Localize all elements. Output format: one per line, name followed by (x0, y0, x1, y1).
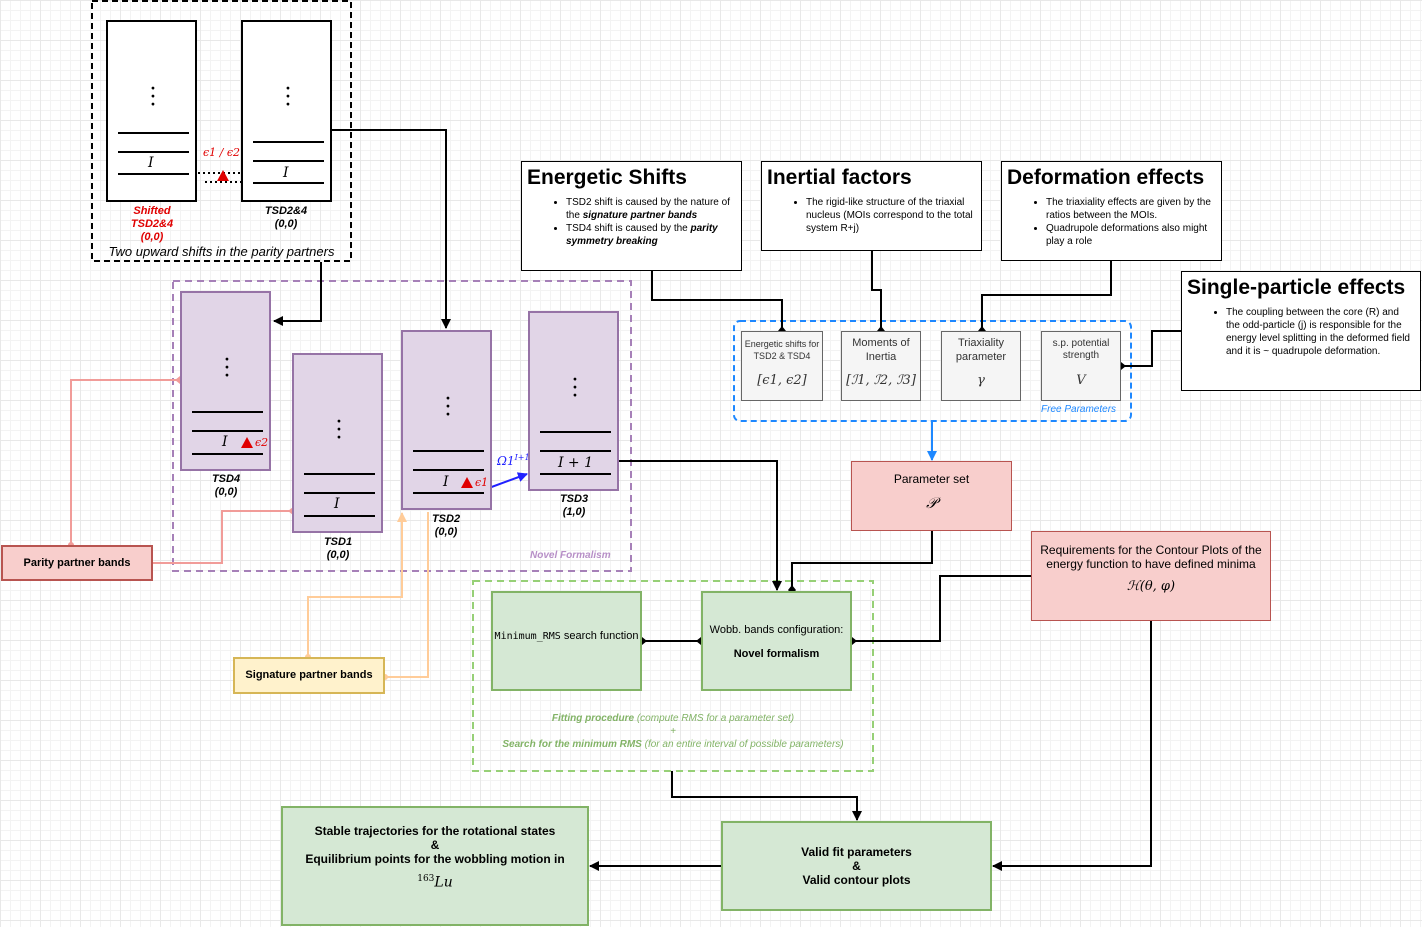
energetic-shifts-list: TSD2 shift is caused by the nature of th… (522, 196, 733, 248)
energy-level (304, 515, 375, 517)
energy-level (540, 473, 611, 475)
energy-level (540, 431, 611, 433)
valid-fit-parameters-box: Valid fit parameters & Valid contour plo… (721, 821, 992, 911)
single-particle-effects-title: Single-particle effects (1187, 276, 1406, 299)
tsd1-band: ··· I (292, 353, 383, 533)
level-label: I (148, 155, 154, 171)
tsd2-label: TSD2(0,0) (431, 513, 461, 538)
level-label: I (334, 496, 340, 512)
list-item: The rigid-like structure of the triaxial… (806, 196, 973, 235)
epsilon-ratio: ϵ1 / ϵ2 (203, 146, 241, 159)
epsilon-label: ϵ2 (255, 436, 269, 449)
stable-trajectories-box: Stable trajectories for the rotational s… (281, 806, 589, 926)
tsd3-band: ··· I + 1 (528, 311, 619, 491)
param-moments-of-inertia: Moments of Inertia [ℐ1, ℐ2, ℐ3] (841, 331, 921, 401)
vertical-dots: ··· (223, 348, 231, 389)
energy-level (304, 473, 375, 475)
single-particle-effects-list: The coupling between the core (R) and th… (1182, 306, 1412, 358)
param-energetic-shifts: Energetic shifts for TSD2 & TSD4 [ϵ1, ϵ2… (741, 331, 823, 401)
minimum-rms-search-box: Minimum_RMS search function (491, 591, 642, 691)
energy-level (192, 411, 263, 413)
param-math: [ϵ1, ϵ2] (757, 373, 807, 388)
energy-level (118, 173, 189, 175)
shifted-tsd24-band: ··· I (106, 20, 197, 202)
parameter-set-box: Parameter set 𝒫 (851, 461, 1012, 531)
vertical-dots: ··· (335, 410, 343, 451)
shift-marker-icon (217, 170, 229, 181)
shift-marker-icon (461, 477, 473, 488)
tsd24-band: ··· I (241, 20, 332, 202)
energy-level (413, 450, 484, 452)
level-label: I (222, 434, 228, 450)
list-item: The coupling between the core (R) and th… (1226, 306, 1412, 358)
energy-level (118, 132, 189, 134)
energetic-shifts-box: Energetic Shifts TSD2 shift is caused by… (521, 161, 742, 271)
level-label: I + 1 (557, 455, 594, 471)
vertical-dots: ··· (284, 77, 292, 118)
fitting-caption: Fitting procedure (compute RMS for a par… (502, 713, 844, 750)
inertial-factors-list: The rigid-like structure of the triaxial… (762, 196, 973, 235)
vertical-dots: ··· (444, 387, 452, 428)
list-item: The triaxiality effects are given by the… (1046, 196, 1213, 222)
omega-label: Ω1I+1 (497, 453, 530, 468)
energy-level (304, 492, 375, 494)
single-particle-effects-box: Single-particle effects The coupling bet… (1181, 271, 1421, 391)
vertical-dots: ··· (149, 77, 157, 118)
deformation-effects-list: The triaxiality effects are given by the… (1002, 196, 1213, 248)
list-item: Quadrupole deformations also might play … (1046, 222, 1213, 248)
tsd24-label: TSD2&4(0,0) (264, 205, 308, 230)
list-item: TSD2 shift is caused by the nature of th… (566, 196, 733, 222)
energy-level (253, 160, 324, 162)
epsilon-label: ϵ1 (475, 476, 489, 489)
deformation-effects-title: Deformation effects (1007, 166, 1205, 189)
energy-level (413, 469, 484, 471)
list-item: TSD4 shift is caused by the parity symme… (566, 222, 733, 248)
wobbling-bands-config-box: Wobb. bands configuration: Novel formali… (701, 591, 852, 691)
shift-marker-icon (241, 437, 253, 448)
deformation-effects-box: Deformation effects The triaxiality effe… (1001, 161, 1222, 261)
novel-formalism-caption: Novel Formalism (530, 550, 611, 561)
tsd2-band: ··· I ϵ1 (401, 330, 492, 510)
param-triaxiality: Triaxiality parameter γ (941, 331, 1021, 401)
level-label: I (443, 474, 449, 490)
energy-level (192, 430, 263, 432)
energy-level (253, 141, 324, 143)
top-group-caption: Two upward shifts in the parity partners (108, 244, 335, 259)
energy-level (118, 151, 189, 153)
energy-level (540, 450, 611, 452)
param-sp-potential: s.p. potential strength V (1041, 331, 1121, 401)
tsd3-label: TSD3(1,0) (559, 493, 589, 518)
level-label: I (283, 165, 289, 181)
tsd4-label: TSD4(0,0) (211, 473, 241, 498)
signature-partner-bands-box: Signature partner bands (233, 657, 385, 694)
tsd1-label: TSD1(0,0) (323, 536, 353, 561)
vertical-dots: ··· (571, 368, 579, 409)
param-math: [ℐ1, ℐ2, ℐ3] (846, 373, 916, 388)
energy-level (413, 492, 484, 494)
energy-level (192, 453, 263, 455)
energy-level (253, 182, 324, 184)
param-math: γ (977, 373, 985, 388)
parity-partner-bands-box: Parity partner bands (1, 545, 153, 581)
free-parameters-caption: Free Parameters (1041, 404, 1117, 415)
energetic-shifts-title: Energetic Shifts (527, 166, 687, 189)
tsd4-band: ··· I ϵ2 (180, 291, 271, 471)
nucleus-label: 163Lu (417, 874, 453, 891)
requirements-box: Requirements for the Contour Plots of th… (1031, 531, 1271, 621)
inertial-factors-box: Inertial factors The rigid-like structur… (761, 161, 982, 251)
param-math: V (1076, 373, 1086, 388)
inertial-factors-title: Inertial factors (767, 166, 912, 189)
